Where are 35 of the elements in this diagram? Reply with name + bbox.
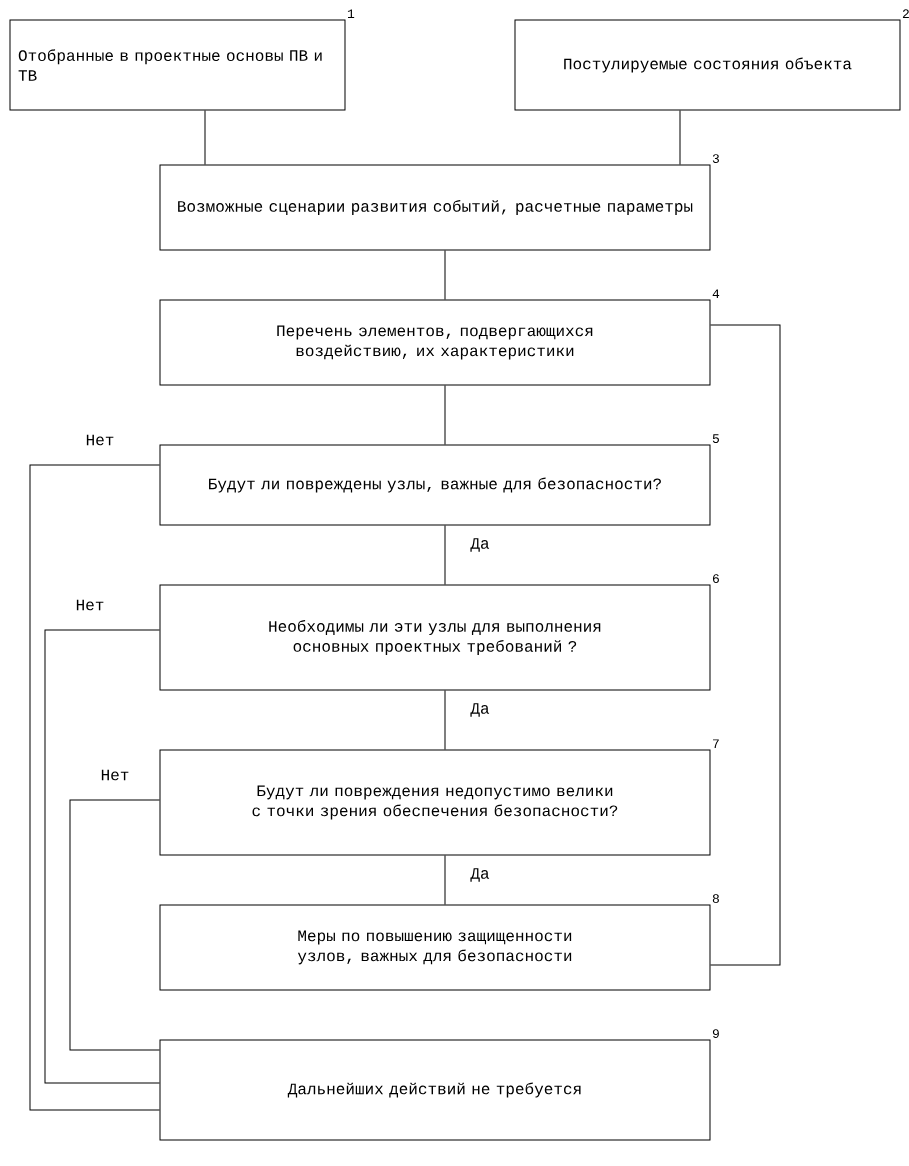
process-box: Перечень элементов, подвергающихся воздействию, их характеристики [159, 299, 711, 386]
process-box: Дальнейших действий не требуется [159, 1039, 711, 1141]
connector-line [444, 525, 446, 585]
process-box: Будут ли повреждения недопустимо велики с точки зрения обеспечения безопасности? [159, 749, 711, 856]
box-number: 3 [712, 154, 719, 163]
connector-line [29, 464, 160, 1111]
process-box: Меры по повышению защищенности узлов, важных для безопасности [159, 904, 711, 991]
process-box: Будут ли повреждены узлы, важные для безопасности? [159, 444, 711, 526]
box-number: 5 [712, 434, 719, 443]
connector-line [44, 629, 160, 1084]
edge-label: Нет [98, 767, 132, 783]
edge-label: Да [468, 536, 492, 554]
connector-line [444, 690, 446, 750]
edge-label: Да [468, 866, 492, 884]
connector-line [204, 110, 206, 165]
connector-line [69, 799, 160, 1051]
box-number: 9 [712, 1029, 719, 1038]
box-number: 4 [712, 289, 720, 298]
box-number: 8 [712, 894, 719, 903]
edge-label: Нет [83, 432, 117, 448]
edge-label: Да [468, 701, 492, 719]
connector-line [444, 385, 446, 445]
process-box: Отобранные в проектные основы ПВ и ТВ [9, 19, 346, 111]
box-number: 2 [902, 9, 909, 18]
box-number: 6 [712, 574, 719, 583]
connector-line [444, 855, 446, 905]
box-number: 1 [347, 9, 355, 18]
connector-line [679, 110, 681, 165]
process-box: Необходимы ли эти узлы для выполнения основных проектных требований ? [159, 584, 711, 691]
box-number: 7 [713, 739, 719, 748]
edge-label: Нет [73, 597, 107, 613]
process-box: Постулируемые состояния объекта [514, 19, 901, 111]
connector-line [444, 250, 446, 300]
connector-line [710, 324, 781, 966]
process-box: Возможные сценарии развития событий, расчетные параметры [159, 164, 711, 251]
